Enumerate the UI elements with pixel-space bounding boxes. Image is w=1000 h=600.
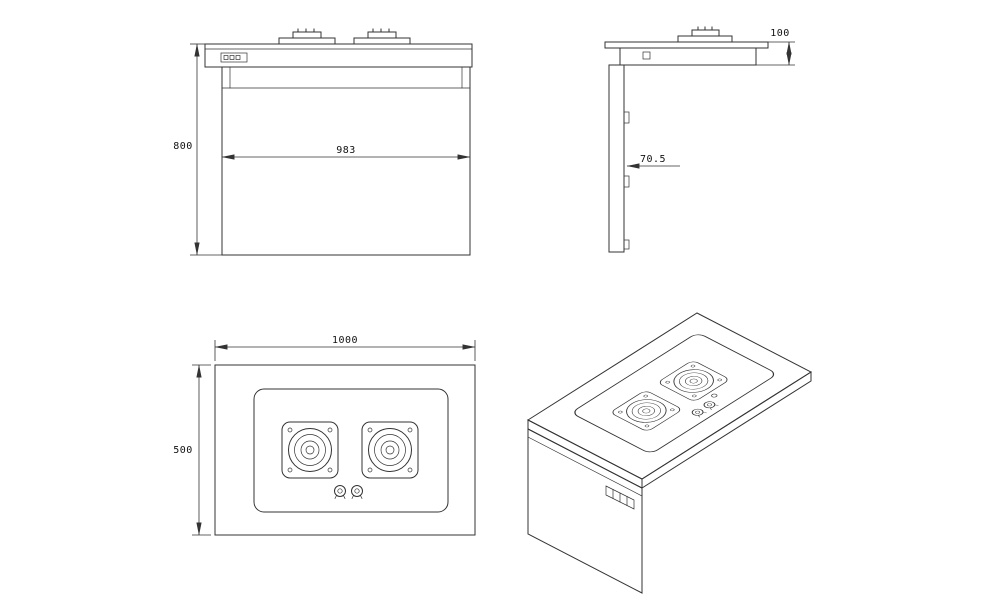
iso-right-edge [641, 371, 812, 489]
dim-label-70-5: 70.5 [640, 154, 666, 165]
dim-label-500: 500 [173, 445, 193, 456]
side-body [619, 47, 757, 66]
iso-burner-right [656, 359, 731, 403]
dimension-height-100: 100 [756, 28, 795, 66]
dimension-width-1000: 1000 [214, 335, 476, 361]
iso-panel-seam [527, 436, 643, 497]
side-view: 100 70.5 [604, 26, 795, 253]
iso-knob-left [689, 407, 708, 418]
knob-left [334, 485, 346, 499]
side-clip-2 [623, 175, 630, 188]
side-clip-1 [623, 111, 630, 124]
iso-vent-grille [605, 485, 635, 510]
front-burner-grate-left [278, 28, 336, 45]
side-body-detail [642, 51, 651, 60]
hob-outline [214, 364, 476, 536]
side-panel [608, 64, 625, 253]
dim-label-983: 983 [336, 145, 356, 156]
dim-label-1000: 1000 [332, 335, 358, 346]
side-clip-3 [623, 239, 630, 250]
dimension-height-800: 800 [173, 43, 222, 256]
dim-label-100: 100 [770, 28, 790, 39]
side-top-plate [604, 41, 769, 49]
brand-plate [220, 52, 248, 63]
dim-label-800: 800 [173, 141, 193, 152]
iso-top-details [574, 334, 775, 453]
side-burner-grate [677, 26, 733, 43]
iso-burner-left [609, 389, 684, 433]
plan-view: 1000 500 [173, 335, 476, 536]
isometric-view [526, 312, 813, 594]
burner-left [281, 421, 339, 479]
iso-front-panel [527, 428, 643, 594]
iso-knob-right [701, 399, 719, 411]
iso-glass-panel [574, 334, 775, 453]
dimension-depth-500: 500 [173, 364, 211, 536]
knob-right [351, 485, 363, 499]
burner-right [361, 421, 419, 479]
dimension-offset-70-5: 70.5 [626, 154, 680, 169]
iso-igniter [711, 393, 718, 398]
glass-panel [253, 388, 449, 513]
dimension-width-983: 983 [221, 145, 471, 160]
iso-top-surface [526, 312, 813, 480]
iso-front-edge [527, 419, 643, 489]
front-panel [221, 66, 471, 256]
hob-frame [204, 43, 473, 68]
front-view: 800 983 [173, 28, 473, 256]
front-burner-grate-right [353, 28, 411, 45]
